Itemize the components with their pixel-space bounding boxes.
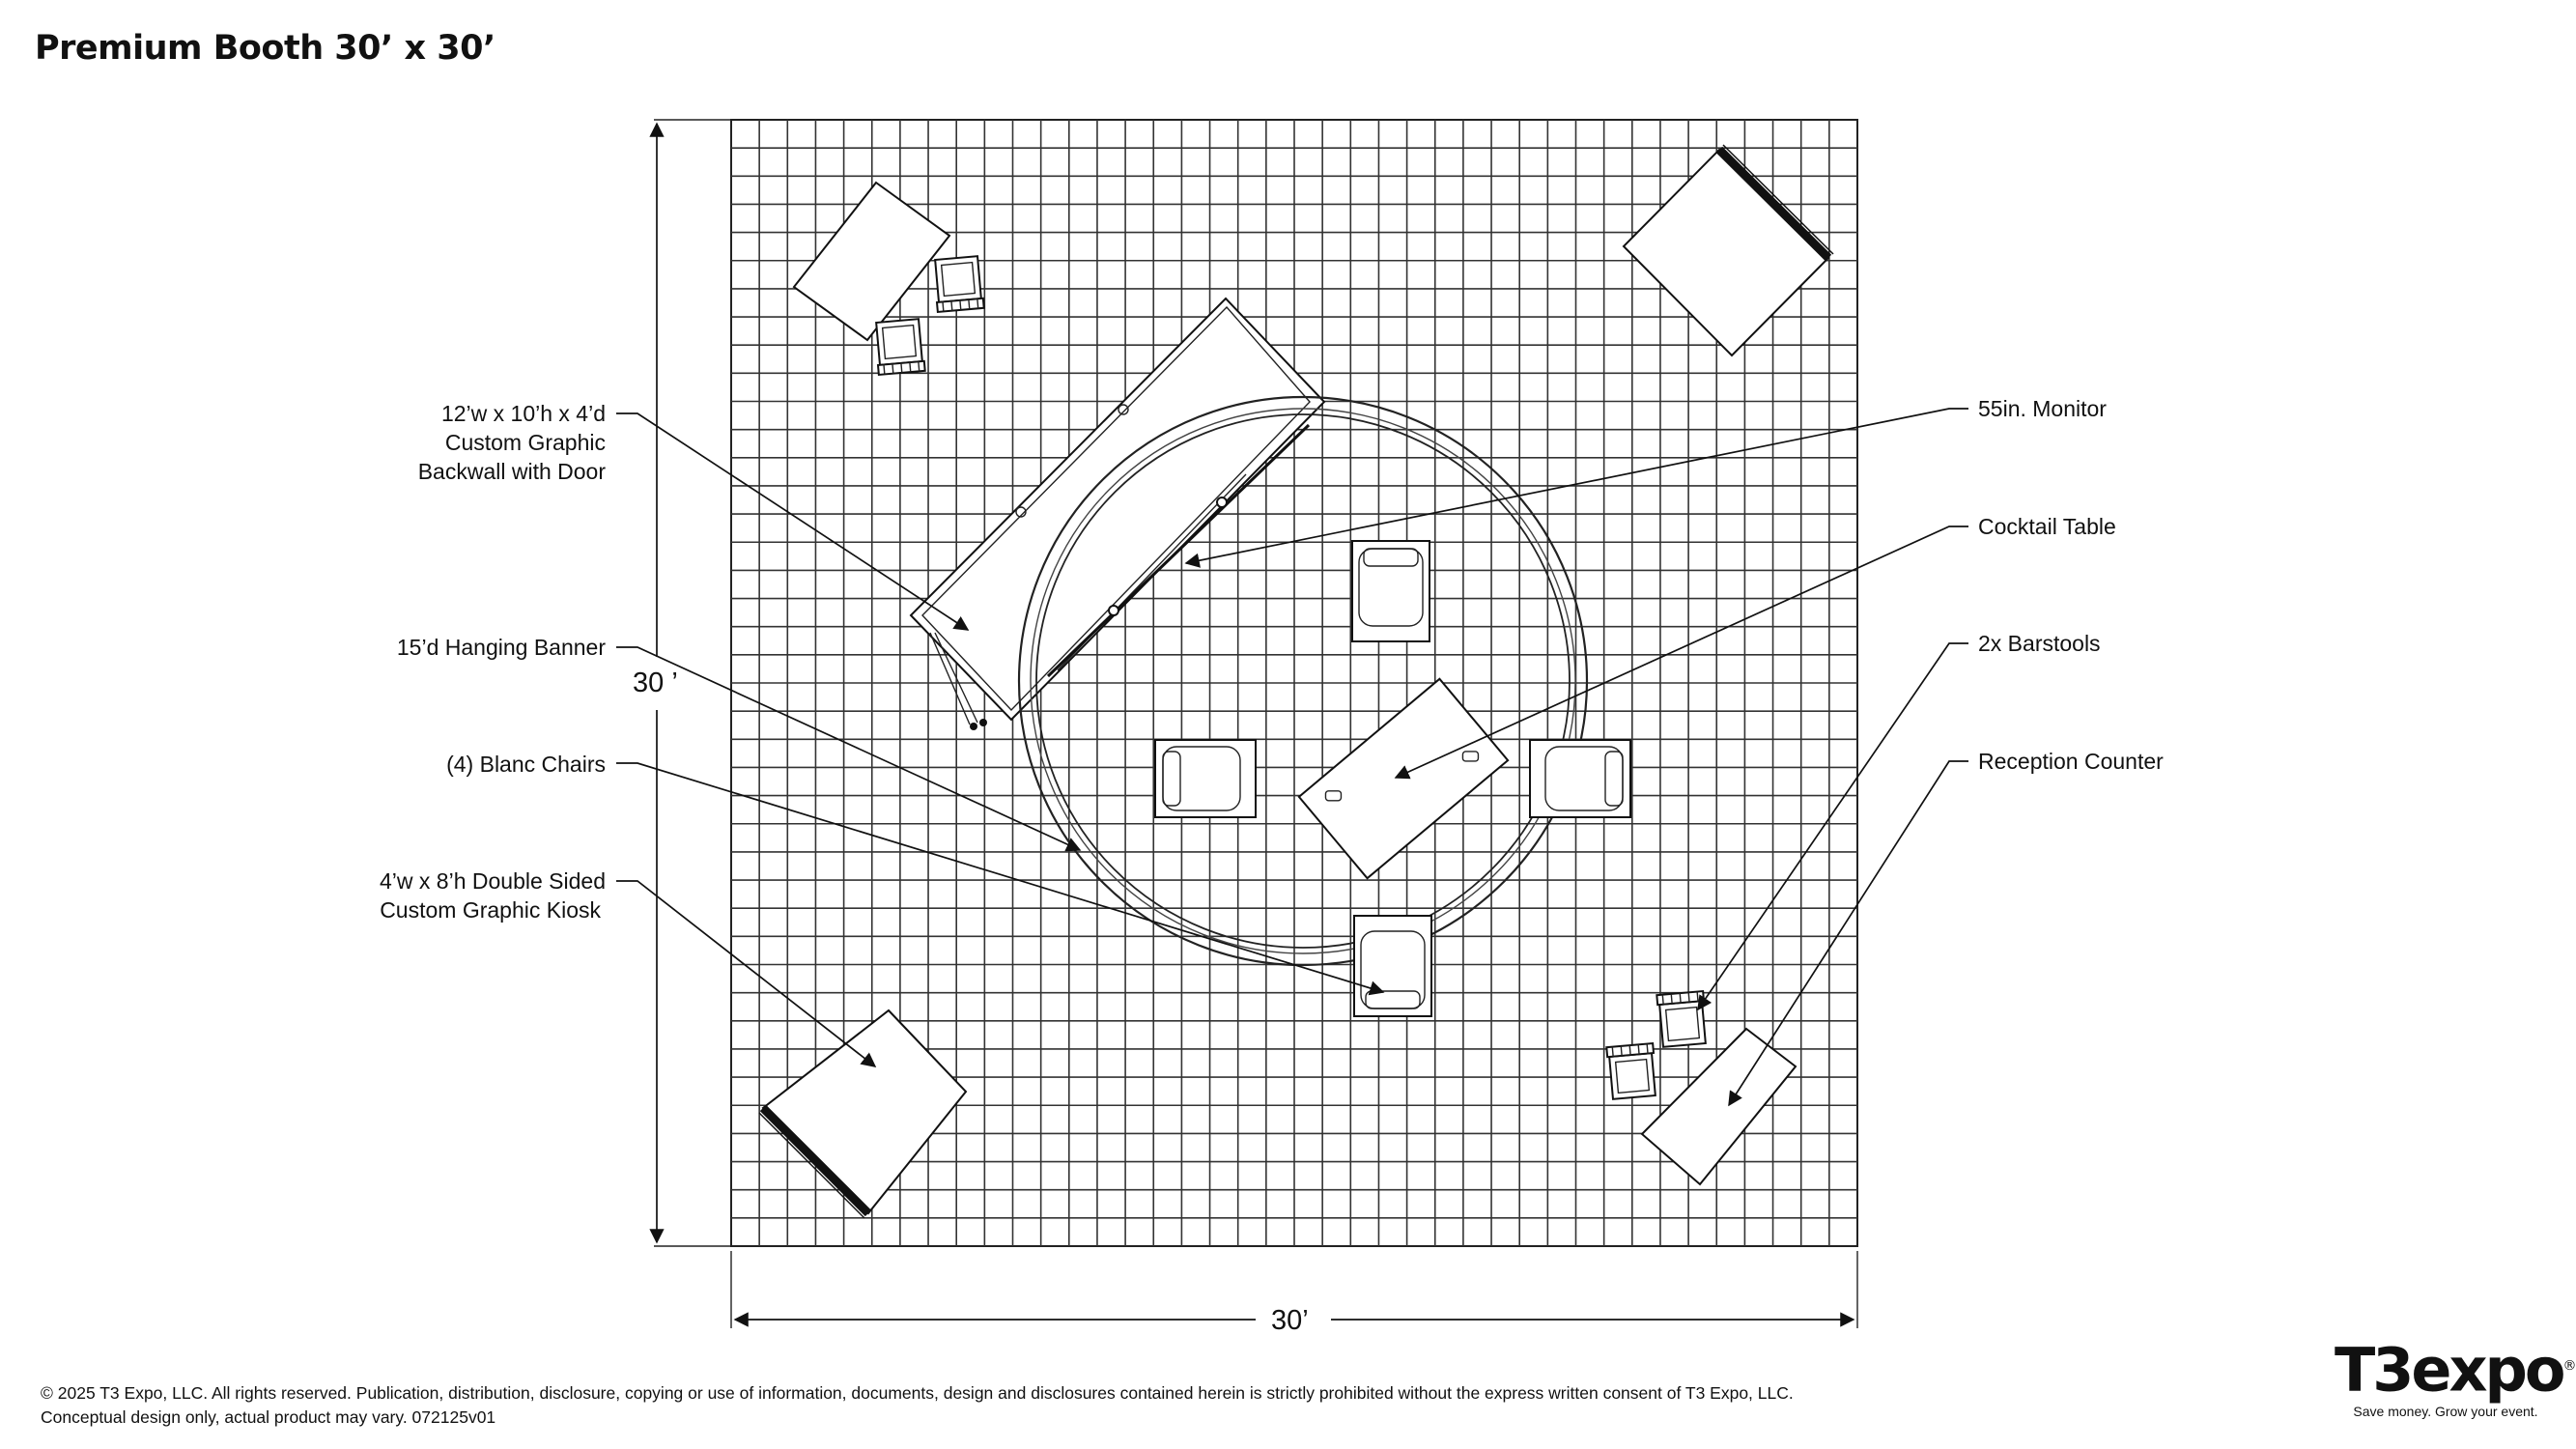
blanc-chair bbox=[1529, 739, 1631, 818]
barstool bbox=[932, 254, 985, 313]
reception-counter bbox=[1640, 1027, 1798, 1186]
cocktail-table-label: Cocktail Table bbox=[1978, 514, 2116, 539]
logo-tagline: Save money. Grow your event. bbox=[2353, 1403, 2538, 1419]
kiosk-top-left bbox=[792, 181, 951, 342]
backwall-label-line1: 12’w x 10’h x 4’d bbox=[441, 401, 606, 426]
monitor bbox=[1046, 423, 1311, 678]
registered-mark: ® bbox=[2562, 1358, 2576, 1374]
backwall-label-line2: Custom Graphic bbox=[445, 430, 606, 455]
t3-expo-logo: T3expo® Save money. Grow your event. bbox=[2335, 1335, 2576, 1419]
disclaimer-line: Conceptual design only, actual product m… bbox=[41, 1407, 496, 1427]
kiosk-bottom-left bbox=[758, 1009, 968, 1219]
copyright-footer: © 2025 T3 Expo, LLC. All rights reserved… bbox=[41, 1381, 1794, 1430]
callout-leaders bbox=[616, 408, 1968, 1107]
backwall-with-door bbox=[909, 297, 1326, 730]
logo-wordmark: T3expo bbox=[2335, 1334, 2565, 1406]
hanging-banner bbox=[1017, 395, 1589, 967]
depth-label: 30 ’ bbox=[633, 668, 678, 698]
monitor-label: 55in. Monitor bbox=[1978, 396, 2107, 421]
banner-label: 15’d Hanging Banner bbox=[397, 635, 606, 660]
width-label: 30’ bbox=[1271, 1305, 1309, 1336]
kiosk-top-right bbox=[1622, 144, 1834, 357]
backwall-label-line3: Backwall with Door bbox=[418, 459, 607, 484]
cocktail-table bbox=[1297, 677, 1510, 880]
blanc-chair bbox=[1351, 540, 1430, 642]
blanc-chair bbox=[1154, 739, 1257, 818]
reception-counter-label: Reception Counter bbox=[1978, 749, 2164, 774]
barstools-label: 2x Barstools bbox=[1978, 631, 2101, 656]
barstool bbox=[1605, 1042, 1658, 1101]
dimension-width: 30’ bbox=[730, 1251, 1858, 1336]
barstool bbox=[873, 317, 926, 376]
dimension-depth: 30 ’ bbox=[633, 119, 731, 1247]
barstool bbox=[1656, 990, 1709, 1049]
copyright-line: © 2025 T3 Expo, LLC. All rights reserved… bbox=[41, 1383, 1794, 1403]
chairs-label: (4) Blanc Chairs bbox=[446, 752, 606, 777]
page-title: Premium Booth 30’ x 30’ bbox=[35, 29, 495, 68]
kiosk-label-line1: 4’w x 8’h Double Sided bbox=[380, 868, 606, 894]
kiosk-label-line2: Custom Graphic Kiosk bbox=[380, 897, 601, 923]
blanc-chair bbox=[1353, 915, 1432, 1017]
